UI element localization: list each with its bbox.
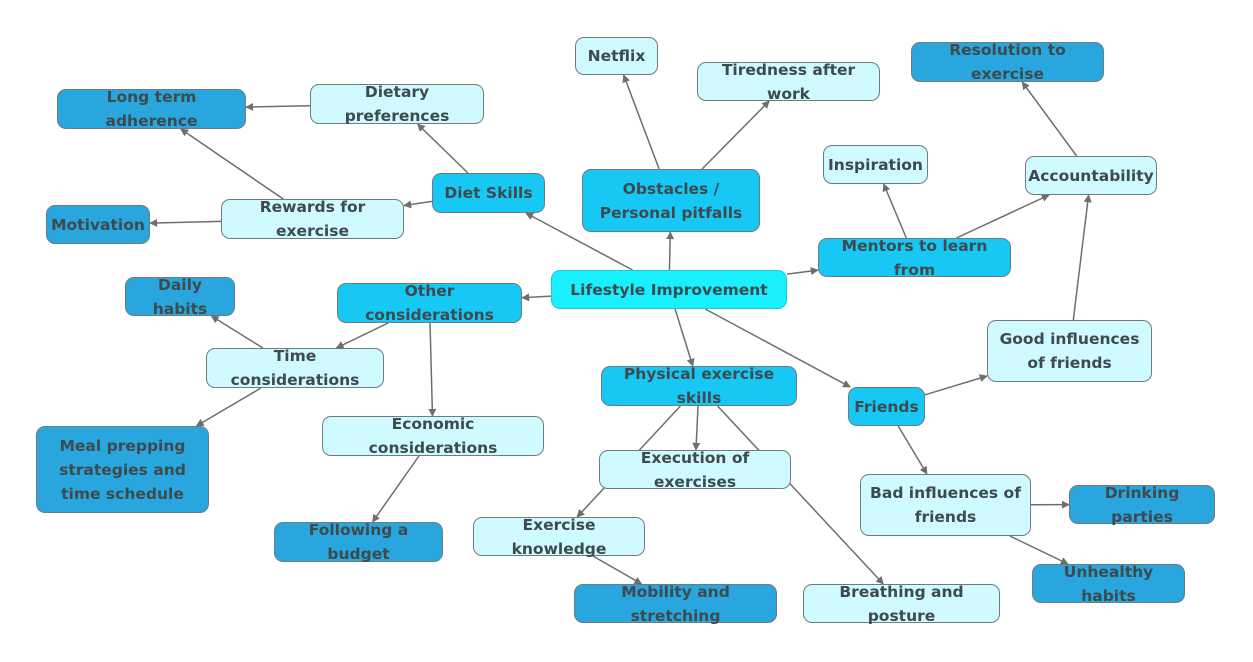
connector-obstacles-to-tiredness: [701, 100, 770, 170]
connector-other_considerations-to-economic_considerations: [428, 322, 437, 417]
node-rewards-for-exercise[interactable]: Rewards for exercise: [221, 198, 404, 240]
connector-diet_skills-to-rewards: [403, 200, 433, 209]
node-label: Other considerations: [365, 282, 494, 324]
node-bad-influences-of-friends[interactable]: Bad influences of friends: [860, 474, 1031, 536]
node-dietary-preferences[interactable]: Dietary preferences: [310, 83, 484, 125]
connector-lifestyle_improvement-to-obstacles: [666, 231, 675, 271]
node-execution-of-exercises[interactable]: Execution of exercises: [599, 449, 791, 491]
node-daily-habits[interactable]: Daily habits: [125, 276, 235, 318]
connector-lifestyle_improvement-to-mentors: [786, 267, 819, 275]
node-label: Mobility and stretching: [621, 582, 730, 625]
node-label: Resolution to exercise: [949, 41, 1066, 83]
node-economic-considerations[interactable]: Economic considerations: [322, 415, 544, 457]
connector-dietary_preferences-to-long_term_adherence: [245, 102, 311, 111]
node-mobility-and-stretching[interactable]: Mobility and stretching: [574, 583, 777, 625]
node-label: Accountability: [1028, 166, 1154, 185]
connector-mentors-to-accountability: [956, 194, 1050, 239]
connector-rewards-to-long_term_adherence: [180, 128, 284, 200]
node-label: Lifestyle Improvement: [570, 280, 768, 299]
node-other-considerations[interactable]: Other considerations: [337, 282, 522, 324]
connector-time_considerations-to-meal_prepping: [195, 387, 262, 427]
node-label: Rewards for exercise: [259, 198, 366, 240]
node-diet-skills[interactable]: Diet Skills: [432, 173, 545, 213]
node-label: Motivation: [51, 215, 145, 234]
node-physical-exercise-skills[interactable]: Physical exercise skills: [601, 365, 797, 407]
node-label: Meal prepping strategies and time schedu…: [59, 436, 186, 503]
node-label: Good influences of friends: [999, 330, 1140, 372]
connector-lifestyle_improvement-to-other_considerations: [521, 293, 552, 302]
connector-diet_skills-to-dietary_preferences: [416, 123, 469, 174]
node-label: Friends: [854, 397, 919, 416]
node-label: Tiredness after work: [721, 60, 856, 103]
node-tiredness-after-work[interactable]: Tiredness after work: [697, 61, 880, 103]
connector-physical_exercise-to-breathing: [717, 405, 884, 585]
node-inspiration[interactable]: Inspiration: [823, 145, 928, 184]
node-motivation[interactable]: Motivation: [46, 205, 150, 244]
node-meal-prepping[interactable]: Meal prepping strategies and time schedu…: [36, 426, 209, 513]
node-label: Time considerations: [230, 347, 360, 389]
node-label: Economic considerations: [368, 415, 498, 457]
connector-lifestyle_improvement-to-diet_skills: [525, 212, 633, 271]
connector-time_considerations-to-daily_habits: [210, 315, 264, 349]
connector-accountability-to-resolution: [1021, 81, 1078, 157]
connector-mentors-to-inspiration: [882, 183, 908, 239]
node-time-considerations[interactable]: Time considerations: [206, 347, 384, 389]
node-friends[interactable]: Friends: [848, 387, 925, 426]
node-label: Breathing and posture: [839, 582, 964, 625]
connector-lifestyle_improvement-to-physical_exercise: [674, 308, 695, 367]
connector-rewards-to-motivation: [149, 218, 222, 227]
connector-obstacles-to-netflix: [622, 74, 660, 170]
node-obstacles-personal-pitfalls[interactable]: Obstacles / Personal pitfalls: [582, 169, 760, 232]
connector-other_considerations-to-time_considerations: [335, 322, 389, 349]
connector-economic_considerations-to-following_budget: [371, 455, 420, 523]
node-label: Following a budget: [308, 521, 409, 563]
node-good-influences-of-friends[interactable]: Good influences of friends: [987, 320, 1152, 382]
node-label: Netflix: [587, 47, 646, 65]
node-accountability[interactable]: Accountability: [1025, 156, 1157, 195]
node-mentors-to-learn-from[interactable]: Mentors to learn from: [818, 237, 1011, 279]
node-lifestyle-improvement[interactable]: Lifestyle Improvement: [551, 270, 787, 309]
connector-friends-to-good_influences: [924, 374, 988, 396]
node-label: Inspiration: [828, 155, 923, 174]
node-label: Exercise knowledge: [511, 515, 607, 558]
node-following-a-budget[interactable]: Following a budget: [274, 521, 443, 563]
connector-physical_exercise-to-execution: [692, 405, 701, 451]
connector-good_influences-to-accountability: [1072, 194, 1092, 321]
node-label: Physical exercise skills: [623, 365, 775, 407]
node-netflix[interactable]: Netflix: [575, 37, 658, 75]
node-exercise-knowledge[interactable]: Exercise knowledge: [473, 516, 645, 558]
node-label: Execution of exercises: [640, 448, 750, 491]
node-long-term-adherence[interactable]: Long term adherence: [57, 88, 246, 130]
node-label: Obstacles / Personal pitfalls: [599, 179, 743, 222]
node-label: Daily habits: [152, 275, 208, 318]
node-drinking-parties[interactable]: Drinking parties: [1069, 484, 1215, 526]
node-label: Long term adherence: [105, 88, 198, 130]
node-unhealthy-habits[interactable]: Unhealthy habits: [1032, 563, 1185, 605]
connector-exercise_knowledge-to-mobility: [592, 555, 643, 585]
connector-friends-to-bad_influences: [897, 425, 928, 475]
node-resolution-to-exercise[interactable]: Resolution to exercise: [911, 41, 1104, 83]
connector-lifestyle_improvement-to-friends: [704, 308, 851, 388]
node-label: Drinking parties: [1104, 483, 1180, 526]
node-label: Dietary preferences: [344, 83, 450, 125]
node-breathing-and-posture[interactable]: Breathing and posture: [803, 583, 1000, 625]
node-label: Unhealthy habits: [1063, 562, 1154, 605]
node-label: Diet Skills: [444, 184, 533, 202]
node-label: Mentors to learn from: [841, 236, 988, 279]
connector-bad_influences-to-unhealthy_habits: [1009, 535, 1069, 565]
node-label: Bad influences of friends: [870, 484, 1021, 526]
